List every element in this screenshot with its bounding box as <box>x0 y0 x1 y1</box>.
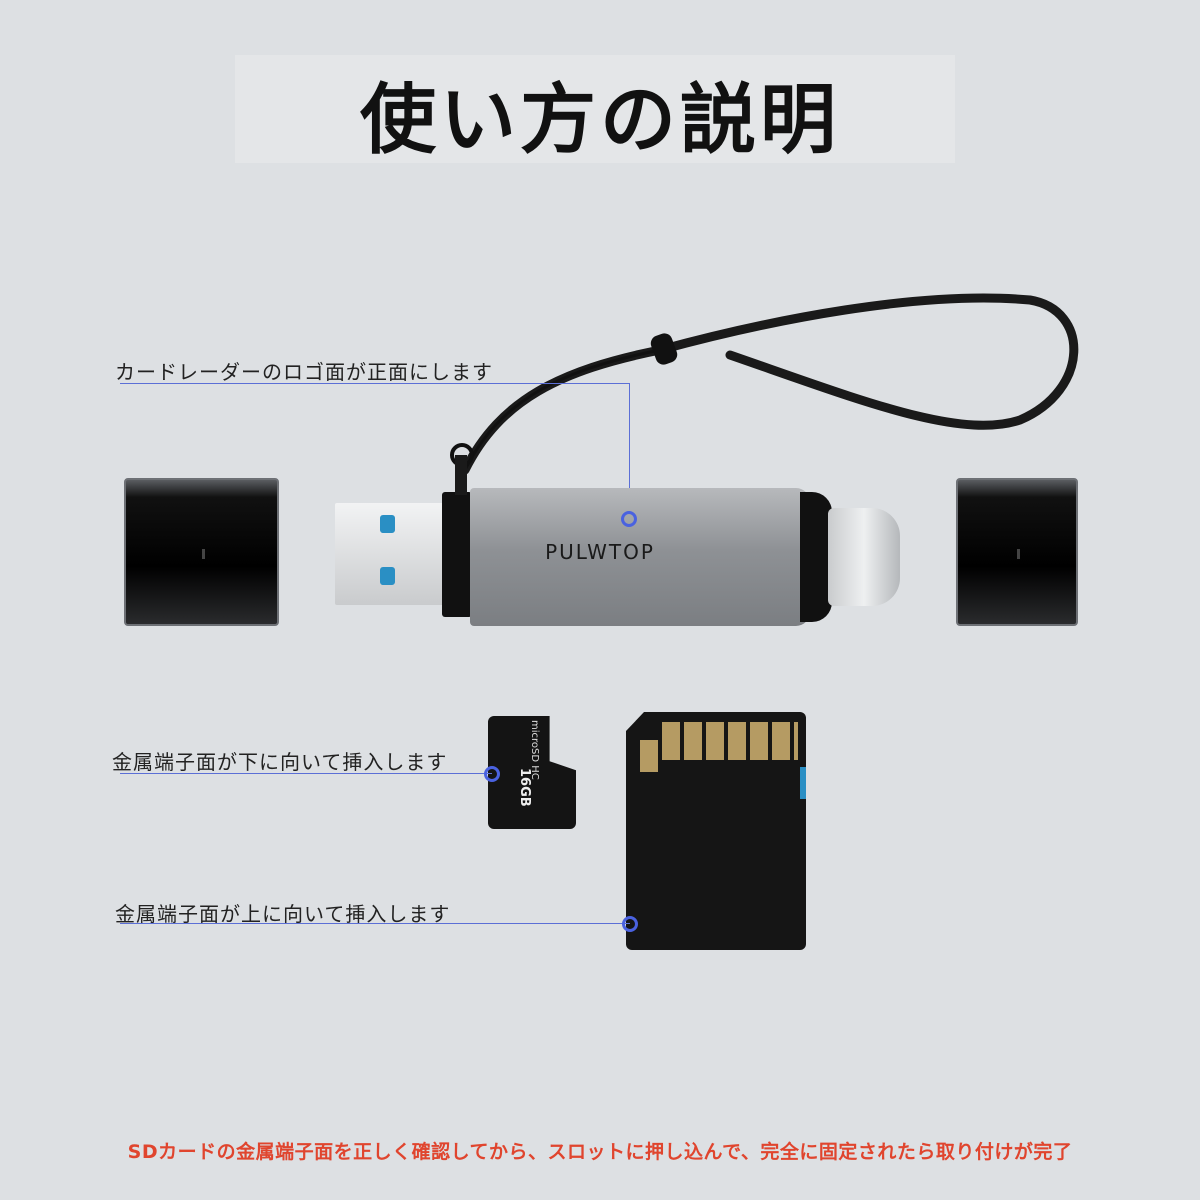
callout-line <box>120 923 630 924</box>
usb3-pin-icon <box>380 567 395 585</box>
sd-card <box>626 712 806 950</box>
callout-dot <box>622 916 638 932</box>
page-title: 使い方の説明 <box>360 75 840 164</box>
callout-microsd: 金属端子面が下に向いて挿入します <box>112 750 448 774</box>
sd-contact <box>640 740 658 772</box>
callout-line <box>629 383 630 511</box>
lanyard-strap <box>450 293 1079 475</box>
brand-logo: PULWTOP <box>545 540 655 564</box>
card-reader-body: PULWTOP <box>470 488 810 626</box>
microsd-capacity: 16GB <box>517 768 532 807</box>
callout-dot <box>484 766 500 782</box>
usb-a-collar <box>442 492 472 617</box>
sd-lock-switch <box>800 767 806 799</box>
sd-contacts <box>662 722 798 760</box>
microsd-card: microSD HC 16GB <box>488 716 576 829</box>
callout-dot <box>621 511 637 527</box>
callout-sd: 金属端子面が上に向いて挿入します <box>115 902 451 926</box>
usb-c-collar <box>800 492 832 622</box>
callout-line <box>120 383 630 384</box>
instruction-footer: SDカードの金属端子面を正しく確認してから、スロットに押し込んで、完全に固定され… <box>127 1141 1073 1163</box>
usb-a-cap <box>124 478 279 626</box>
usb3-pin-icon <box>380 515 395 533</box>
title-band <box>235 55 955 163</box>
callout-logo-front: カードレーダーのロゴ面が正面にします <box>115 360 493 384</box>
usb-c-connector <box>828 508 900 606</box>
usb-c-cap <box>956 478 1078 626</box>
lanyard-loop <box>455 455 467 495</box>
usb-a-connector <box>335 503 447 605</box>
callout-line <box>120 773 492 774</box>
